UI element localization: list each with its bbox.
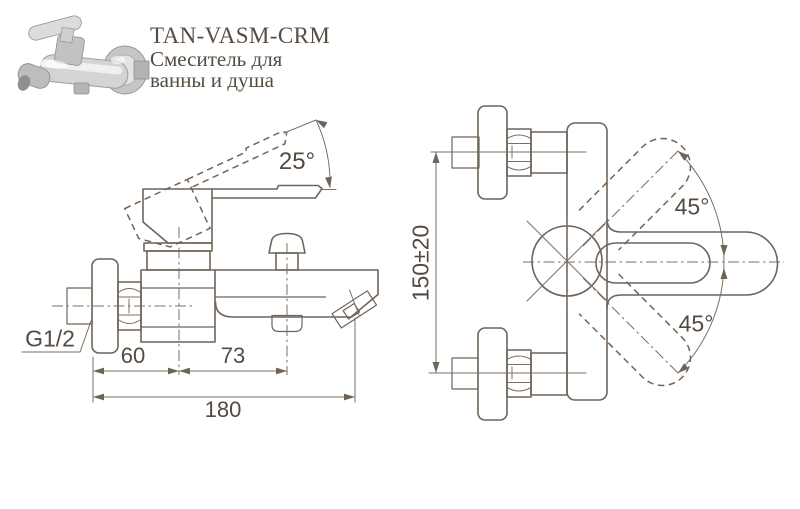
handle-45-down-dashed: [578, 273, 692, 387]
side-view-drawing: [21, 119, 379, 403]
angle-45-down-label: 45°: [678, 310, 714, 337]
product-model: TAN-VASM-CRM: [150, 23, 331, 48]
product-photo: [17, 15, 150, 95]
handle-angle-label: 25°: [278, 148, 316, 175]
dim-150-label: 150±20: [407, 224, 434, 302]
dim-73-label: 73: [220, 343, 246, 368]
dim-60-label: 60: [120, 343, 146, 368]
dim-180-label: 180: [204, 397, 242, 422]
front-view-drawing: [428, 105, 784, 421]
chrome-mixer-illustration: [17, 15, 150, 95]
thread-size-label: G1/2: [25, 325, 75, 352]
handle-raised-dashed: [123, 130, 288, 248]
handle-45-up-dashed: [578, 137, 692, 251]
product-subtitle-line2: ванны и душа: [150, 68, 274, 92]
aerator: [331, 290, 378, 329]
product-subtitle-line1: Смеситель для: [150, 47, 283, 71]
angle-45-up-label: 45°: [674, 193, 710, 220]
